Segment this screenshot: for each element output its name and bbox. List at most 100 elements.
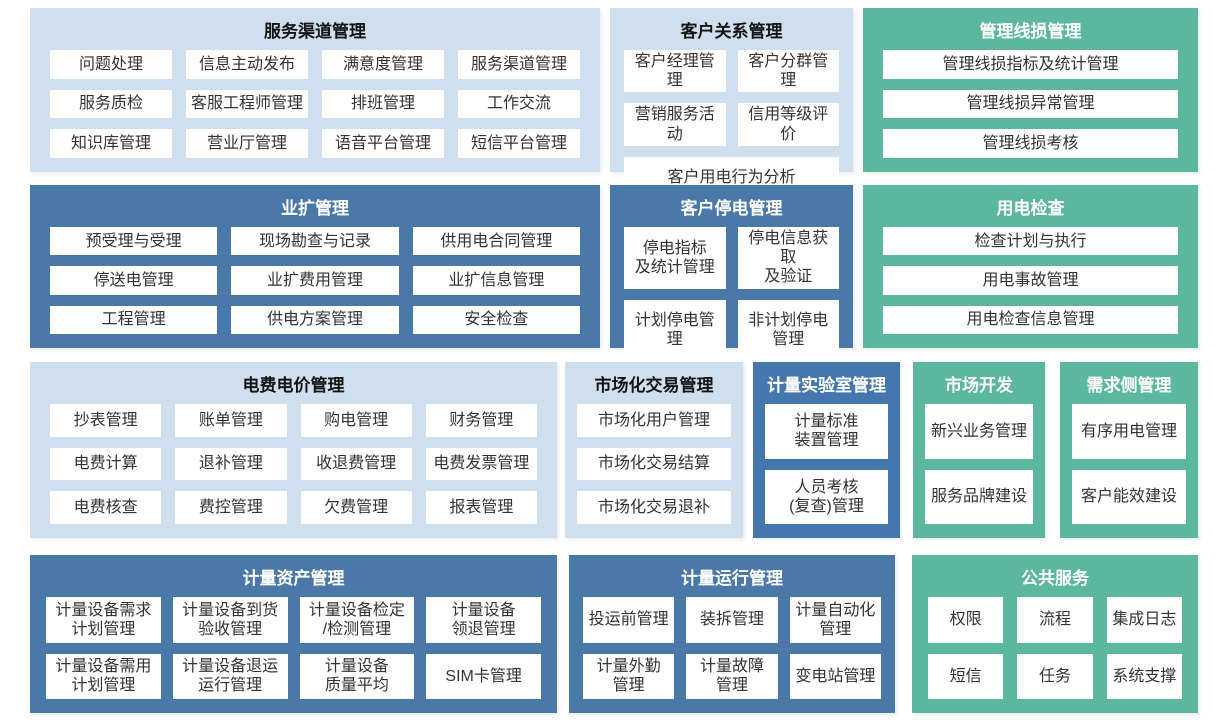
module-chip: 用电检查信息管理: [883, 305, 1178, 334]
section-title: 用电检查: [996, 199, 1065, 218]
section-market-development: 市场开发 新兴业务管理服务品牌建设: [913, 362, 1045, 538]
module-chip: 权限: [928, 597, 1004, 643]
module-chip: 客服工程师管理: [186, 89, 308, 119]
module-chip: 服务质检: [50, 89, 172, 119]
module-chip: 服务渠道管理: [458, 50, 580, 79]
module-chip: 投运前管理: [583, 597, 675, 643]
module-chip: 管理线损指标及统计管理: [883, 50, 1178, 79]
module-chip: 新兴业务管理: [925, 404, 1033, 459]
section-title: 服务渠道管理: [264, 22, 366, 41]
module-chip: 短信平台管理: [458, 129, 580, 158]
section-title: 计量运行管理: [681, 569, 783, 588]
module-chip: 管理线损异常管理: [883, 89, 1178, 119]
section-title: 计量实验室管理: [767, 376, 886, 395]
module-chip: 计量外勤 管理: [583, 653, 675, 699]
module-chip: 集成日志: [1106, 597, 1182, 643]
module-chip: 工程管理: [50, 305, 218, 334]
section-title: 客户停电管理: [680, 199, 783, 218]
module-chip: SIM卡管理: [426, 653, 541, 699]
module-chip: 报表管理: [425, 491, 537, 524]
module-chip: 工作交流: [458, 89, 580, 119]
module-chip: 供电方案管理: [231, 305, 399, 334]
module-chip: 欠费管理: [300, 491, 412, 524]
module-chip: 计划停电管理: [624, 299, 726, 362]
module-list: 预受理与受理现场勘查与记录供用电合同管理停送电管理业扩费用管理业扩信息管理工程管…: [30, 221, 600, 348]
module-chip: 市场化交易退补: [577, 491, 731, 524]
module-chip: 问题处理: [50, 50, 172, 79]
module-list: 检查计划与执行用电事故管理用电检查信息管理: [863, 221, 1198, 348]
section-title: 市场开发: [945, 376, 1013, 395]
module-chip: 有序用电管理: [1072, 404, 1186, 459]
module-list: 计量设备需求 计划管理计量设备到货 验收管理计量设备检定 /检测管理计量设备 领…: [30, 591, 557, 713]
section-power-use-inspection: 用电检查 检查计划与执行用电事故管理用电检查信息管理: [863, 185, 1198, 348]
section-customer-relationship-mgmt: 客户关系管理 客户经理管理客户分群管理营销服务活动信用等级评价客户用电行为分析: [610, 8, 853, 200]
module-chip: 人员考核 (复查)管理: [765, 469, 888, 524]
module-list: 管理线损指标及统计管理管理线损异常管理管理线损考核: [863, 44, 1198, 172]
section-title: 客户关系管理: [680, 22, 783, 41]
section-title: 业扩管理: [281, 199, 349, 218]
section-title: 需求侧管理: [1086, 376, 1172, 395]
module-chip: 财务管理: [425, 404, 537, 437]
module-list: 计量标准 装置管理人员考核 (复查)管理: [753, 398, 900, 538]
section-title: 计量资产管理: [242, 569, 345, 588]
module-chip: 费控管理: [175, 491, 287, 524]
section-customer-outage-mgmt: 客户停电管理 停电指标 及统计管理停电信息获取 及验证计划停电管理非计划停电管理: [610, 185, 853, 362]
module-chip: 管理线损考核: [883, 129, 1178, 158]
module-chip: 电费核查: [50, 491, 162, 524]
section-title: 电费电价管理: [242, 376, 345, 395]
module-chip: 服务品牌建设: [925, 469, 1033, 524]
section-demand-side-mgmt: 需求侧管理 有序用电管理客户能效建设: [1060, 362, 1198, 538]
module-chip: 市场化用户管理: [577, 404, 731, 437]
module-chip: 非计划停电管理: [737, 299, 839, 362]
module-chip: 信息主动发布: [186, 50, 308, 79]
module-chip: 账单管理: [175, 404, 287, 437]
module-chip: 系统支撑: [1106, 653, 1182, 699]
module-chip: 计量设备到货 验收管理: [172, 597, 288, 643]
module-chip: 预受理与受理: [50, 227, 218, 256]
module-chip: 退补管理: [175, 447, 287, 481]
module-chip: 计量设备 质量平均: [299, 653, 415, 699]
module-chip: 变电站管理: [789, 653, 881, 699]
module-chip: 停送电管理: [50, 266, 218, 295]
section-electricity-fee-price-mgmt: 电费电价管理 抄表管理账单管理购电管理财务管理电费计算退补管理收退费管理电费发票…: [30, 362, 557, 538]
module-chip: 客户分群管理: [737, 50, 839, 93]
module-chip: 计量设备需用 计划管理: [46, 653, 161, 699]
module-list: 投运前管理装拆管理计量自动化 管理计量外勤 管理计量故障 管理变电站管理: [569, 591, 895, 713]
section-public-services: 公共服务 权限流程集成日志短信任务系统支撑: [912, 555, 1198, 713]
module-chip: 计量标准 装置管理: [765, 404, 888, 459]
module-list: 市场化用户管理市场化交易结算市场化交易退补: [565, 398, 743, 538]
module-chip: 排班管理: [322, 89, 444, 119]
module-list: 问题处理信息主动发布满意度管理服务渠道管理服务质检客服工程师管理排班管理工作交流…: [30, 44, 600, 172]
module-chip: 计量设备检定 /检测管理: [299, 597, 415, 643]
section-title: 市场化交易管理: [594, 376, 714, 395]
section-line-loss-mgmt: 管理线损管理 管理线损指标及统计管理管理线损异常管理管理线损考核: [863, 8, 1198, 172]
module-chip: 抄表管理: [50, 404, 162, 437]
module-chip: 计量故障 管理: [686, 653, 778, 699]
module-chip: 市场化交易结算: [577, 447, 731, 481]
module-chip: 停电指标 及统计管理: [624, 227, 726, 289]
module-chip: 计量设备 领退管理: [426, 597, 541, 643]
module-chip: 营销服务活动: [624, 103, 726, 146]
module-chip: 装拆管理: [686, 597, 778, 643]
module-chip: 业扩费用管理: [231, 266, 399, 295]
module-chip: 业扩信息管理: [412, 266, 580, 295]
section-title: 公共服务: [1021, 569, 1089, 588]
module-chip: 客户经理管理: [624, 50, 726, 93]
module-chip: 停电信息获取 及验证: [737, 227, 839, 289]
module-chip: 供用电合同管理: [412, 227, 580, 256]
module-chip: 购电管理: [300, 404, 412, 437]
section-market-trading-mgmt: 市场化交易管理 市场化用户管理市场化交易结算市场化交易退补: [565, 362, 743, 538]
module-list: 权限流程集成日志短信任务系统支撑: [912, 591, 1198, 713]
module-chip: 现场勘查与记录: [231, 227, 399, 256]
module-chip: 用电事故管理: [883, 266, 1178, 295]
section-metering-operation-mgmt: 计量运行管理 投运前管理装拆管理计量自动化 管理计量外勤 管理计量故障 管理变电…: [569, 555, 895, 713]
module-chip: 知识库管理: [50, 129, 172, 158]
module-chip: 计量设备需求 计划管理: [46, 597, 161, 643]
module-chip: 收退费管理: [300, 447, 412, 481]
section-metering-asset-mgmt: 计量资产管理 计量设备需求 计划管理计量设备到货 验收管理计量设备检定 /检测管…: [30, 555, 557, 713]
module-chip: 安全检查: [412, 305, 580, 334]
section-title: 管理线损管理: [979, 22, 1082, 41]
module-list: 有序用电管理客户能效建设: [1060, 398, 1198, 538]
module-list: 新兴业务管理服务品牌建设: [913, 398, 1045, 538]
